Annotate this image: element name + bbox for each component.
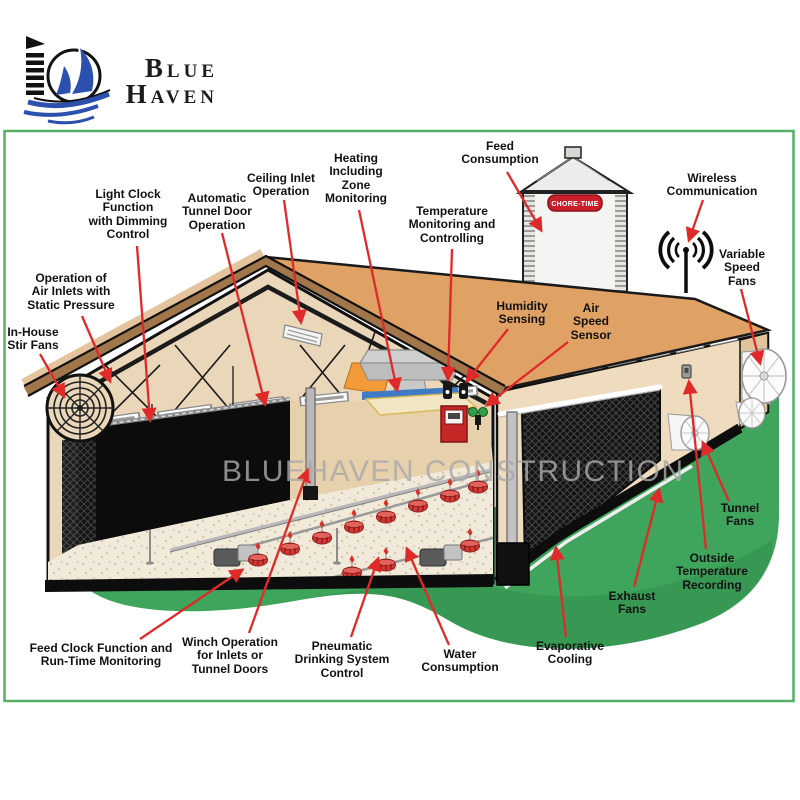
logo: Blue Haven [14, 28, 244, 128]
label-humidity-sensing: Humidity Sensing [496, 299, 548, 327]
frame-border [3, 129, 795, 703]
silo-brand-label: CHORE-TIME [551, 201, 598, 208]
side-wall [494, 331, 787, 590]
logo-text: Blue Haven [118, 53, 218, 109]
humidity-sensor-icon [459, 383, 468, 399]
tunnel-fan-icons [735, 348, 787, 429]
label-winch-operation: Winch Operation for Inlets or Tunnel Doo… [182, 635, 278, 676]
feed-line [213, 468, 489, 567]
control-box-icon [440, 405, 468, 443]
label-temperature-monitoring: Temperature Monitoring and Controlling [408, 204, 496, 245]
leader-lines [39, 171, 765, 646]
label-stir-fans: In-House Stir Fans [7, 325, 59, 353]
label-ceiling-inlet: Ceiling Inlet Operation [246, 171, 316, 199]
label-variable-speed-fans: Variable Speed Fans [718, 247, 766, 288]
label-air-inlets: Operation of Air Inlets with Static Pres… [27, 271, 115, 312]
label-exhaust-fans: Exhaust Fans [608, 589, 656, 617]
winch-icon [303, 387, 318, 500]
logo-line-2: Haven [125, 78, 218, 109]
front-face [45, 268, 495, 592]
label-wireless: Wireless Communication [666, 171, 758, 199]
tunnel-door-opening [78, 399, 290, 545]
label-light-clock: Light Clock Function with Dimming Contro… [88, 187, 168, 242]
watermark: BLUEHAVEN CONSTRUCTION [222, 455, 685, 488]
label-feed-clock: Feed Clock Function and Run-Time Monitor… [29, 641, 173, 669]
logo-line-1: Blue [144, 53, 218, 83]
label-pneumatic-drinking: Pneumatic Drinking System Control [294, 639, 390, 680]
label-heating-zone: Heating Including Zone Monitoring [325, 151, 387, 206]
label-water-consumption: Water Consumption [421, 647, 499, 675]
outside-temp-sensor-icon [681, 364, 692, 379]
label-evaporative-cooling: Evaporative Cooling [535, 639, 605, 667]
temperature-sensor-icon [443, 383, 452, 399]
label-air-speed-sensor: Air Speed Sensor [570, 301, 612, 342]
label-tunnel-fans: Tunnel Fans [720, 501, 760, 529]
ceiling-inlet-icon [282, 324, 323, 347]
label-automatic-tunnel-door: Automatic Tunnel Door Operation [182, 191, 252, 232]
logo-sailboat-icon [23, 36, 111, 125]
drinking-system [146, 468, 491, 565]
label-outside-temperature: Outside Temperature Recording [676, 551, 748, 592]
label-feed-consumption: Feed Consumption [461, 139, 539, 167]
air-speed-sensor-icon [468, 407, 488, 430]
feed-silo: CHORE-TIME [515, 146, 635, 294]
wireless-antenna-icon [658, 230, 714, 293]
